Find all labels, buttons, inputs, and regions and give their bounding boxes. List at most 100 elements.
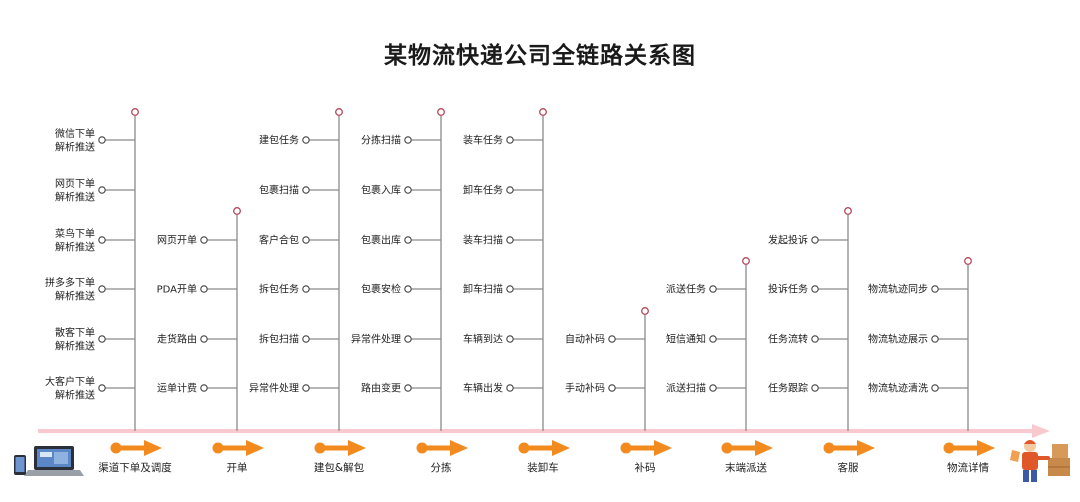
item-label: 客户合包 [259,234,299,247]
item-label: 拼多多下单 [45,276,95,289]
item-node [506,186,514,194]
item-label: 短信通知 [666,333,706,346]
item-label: 分拣扫描 [361,134,401,147]
column-top-node [641,307,649,315]
item-node [200,236,208,244]
column-top-node [844,207,852,215]
stage-dot [823,442,835,454]
columns-layer: 微信下单解析推送网页下单解析推送菜鸟下单解析推送拼多多下单解析推送散客下单解析推… [45,108,972,431]
item-label: 解析推送 [55,191,95,204]
stages-layer: 渠道下单及调度开单建包&解包分拣装卸车补码末端派送客服物流详情 [98,440,995,474]
stage-dot [518,442,530,454]
item-node [506,236,514,244]
column-top-node [539,108,547,116]
item-node [200,384,208,392]
item-label: 网页开单 [157,235,197,247]
stage-dot [721,442,733,454]
item-label: 派送任务 [666,283,706,296]
item-label: PDA开单 [157,284,197,296]
stage-arrow-head [654,440,672,456]
stage-label: 分拣 [431,461,452,474]
item-label: 异常件处理 [249,382,299,395]
item-node [608,335,616,343]
item-label: 菜鸟下单 [55,227,95,240]
item-node [811,236,819,244]
stage-arrow-shaft [831,445,857,451]
item-label: 异常件处理 [351,333,401,346]
item-label: 物流轨迹展示 [868,333,928,346]
stage-arrow-shaft [951,445,977,451]
stage-label: 建包&解包 [314,461,365,474]
stage-arrow-shaft [628,445,654,451]
item-node [709,335,717,343]
item-node [302,384,310,392]
item-node [931,384,939,392]
item-node [404,335,412,343]
stage-dot [416,442,428,454]
stage-arrow-shaft [526,445,552,451]
item-node [506,384,514,392]
item-node [98,335,106,343]
stage-dot [620,442,632,454]
item-label: 装车扫描 [463,234,503,247]
item-node [200,285,208,293]
stage-marker: 渠道下单及调度 [98,440,172,474]
item-node [404,186,412,194]
item-label: 任务流转 [768,333,808,346]
stage-label: 装卸车 [527,461,559,474]
stage-arrow-head [857,440,875,456]
item-node [302,285,310,293]
stage-marker: 末端派送 [721,440,773,474]
stage-marker: 分拣 [416,440,468,474]
item-label: 卸车扫描 [463,283,503,296]
item-label: 车辆到达 [463,333,503,346]
laptop-phone-icon [14,446,84,476]
item-node [608,384,616,392]
column-top-node [335,108,343,116]
stage-arrow-head [552,440,570,456]
stage-marker: 补码 [620,440,672,474]
item-label: 卸车任务 [463,184,503,197]
stage-marker: 开单 [212,440,264,474]
item-node [931,335,939,343]
stage-arrow-head [246,440,264,456]
stage-arrow-shaft [220,445,246,451]
item-label: 包裹入库 [361,184,401,197]
item-node [302,335,310,343]
stage-arrow-head [348,440,366,456]
item-label: 包裹出库 [361,234,401,247]
item-node [811,335,819,343]
stage-arrow-shaft [118,445,144,451]
item-node [302,186,310,194]
item-label: 投诉任务 [768,283,808,296]
column-top-node [742,257,750,265]
item-label: 微信下单 [55,127,95,140]
item-label: 解析推送 [55,141,95,154]
courier-delivery-icon [1010,440,1070,482]
stage-label: 渠道下单及调度 [98,461,172,474]
item-node [200,335,208,343]
item-node [302,136,310,144]
item-label: 自动补码 [565,333,605,346]
stage-arrow-head [144,440,162,456]
item-label: 包裹扫描 [259,184,299,197]
item-node [709,384,717,392]
item-label: 网页下单 [55,178,95,190]
item-node [506,136,514,144]
item-node [98,186,106,194]
stage-marker: 建包&解包 [314,440,366,474]
item-label: 走货路由 [157,333,197,346]
item-node [404,384,412,392]
stage-marker: 物流详情 [943,440,995,474]
item-node [404,136,412,144]
stage-marker: 装卸车 [518,440,570,474]
stage-dot [110,442,122,454]
stage-label: 补码 [635,461,656,474]
stage-dot [943,442,955,454]
column-top-node [131,108,139,116]
